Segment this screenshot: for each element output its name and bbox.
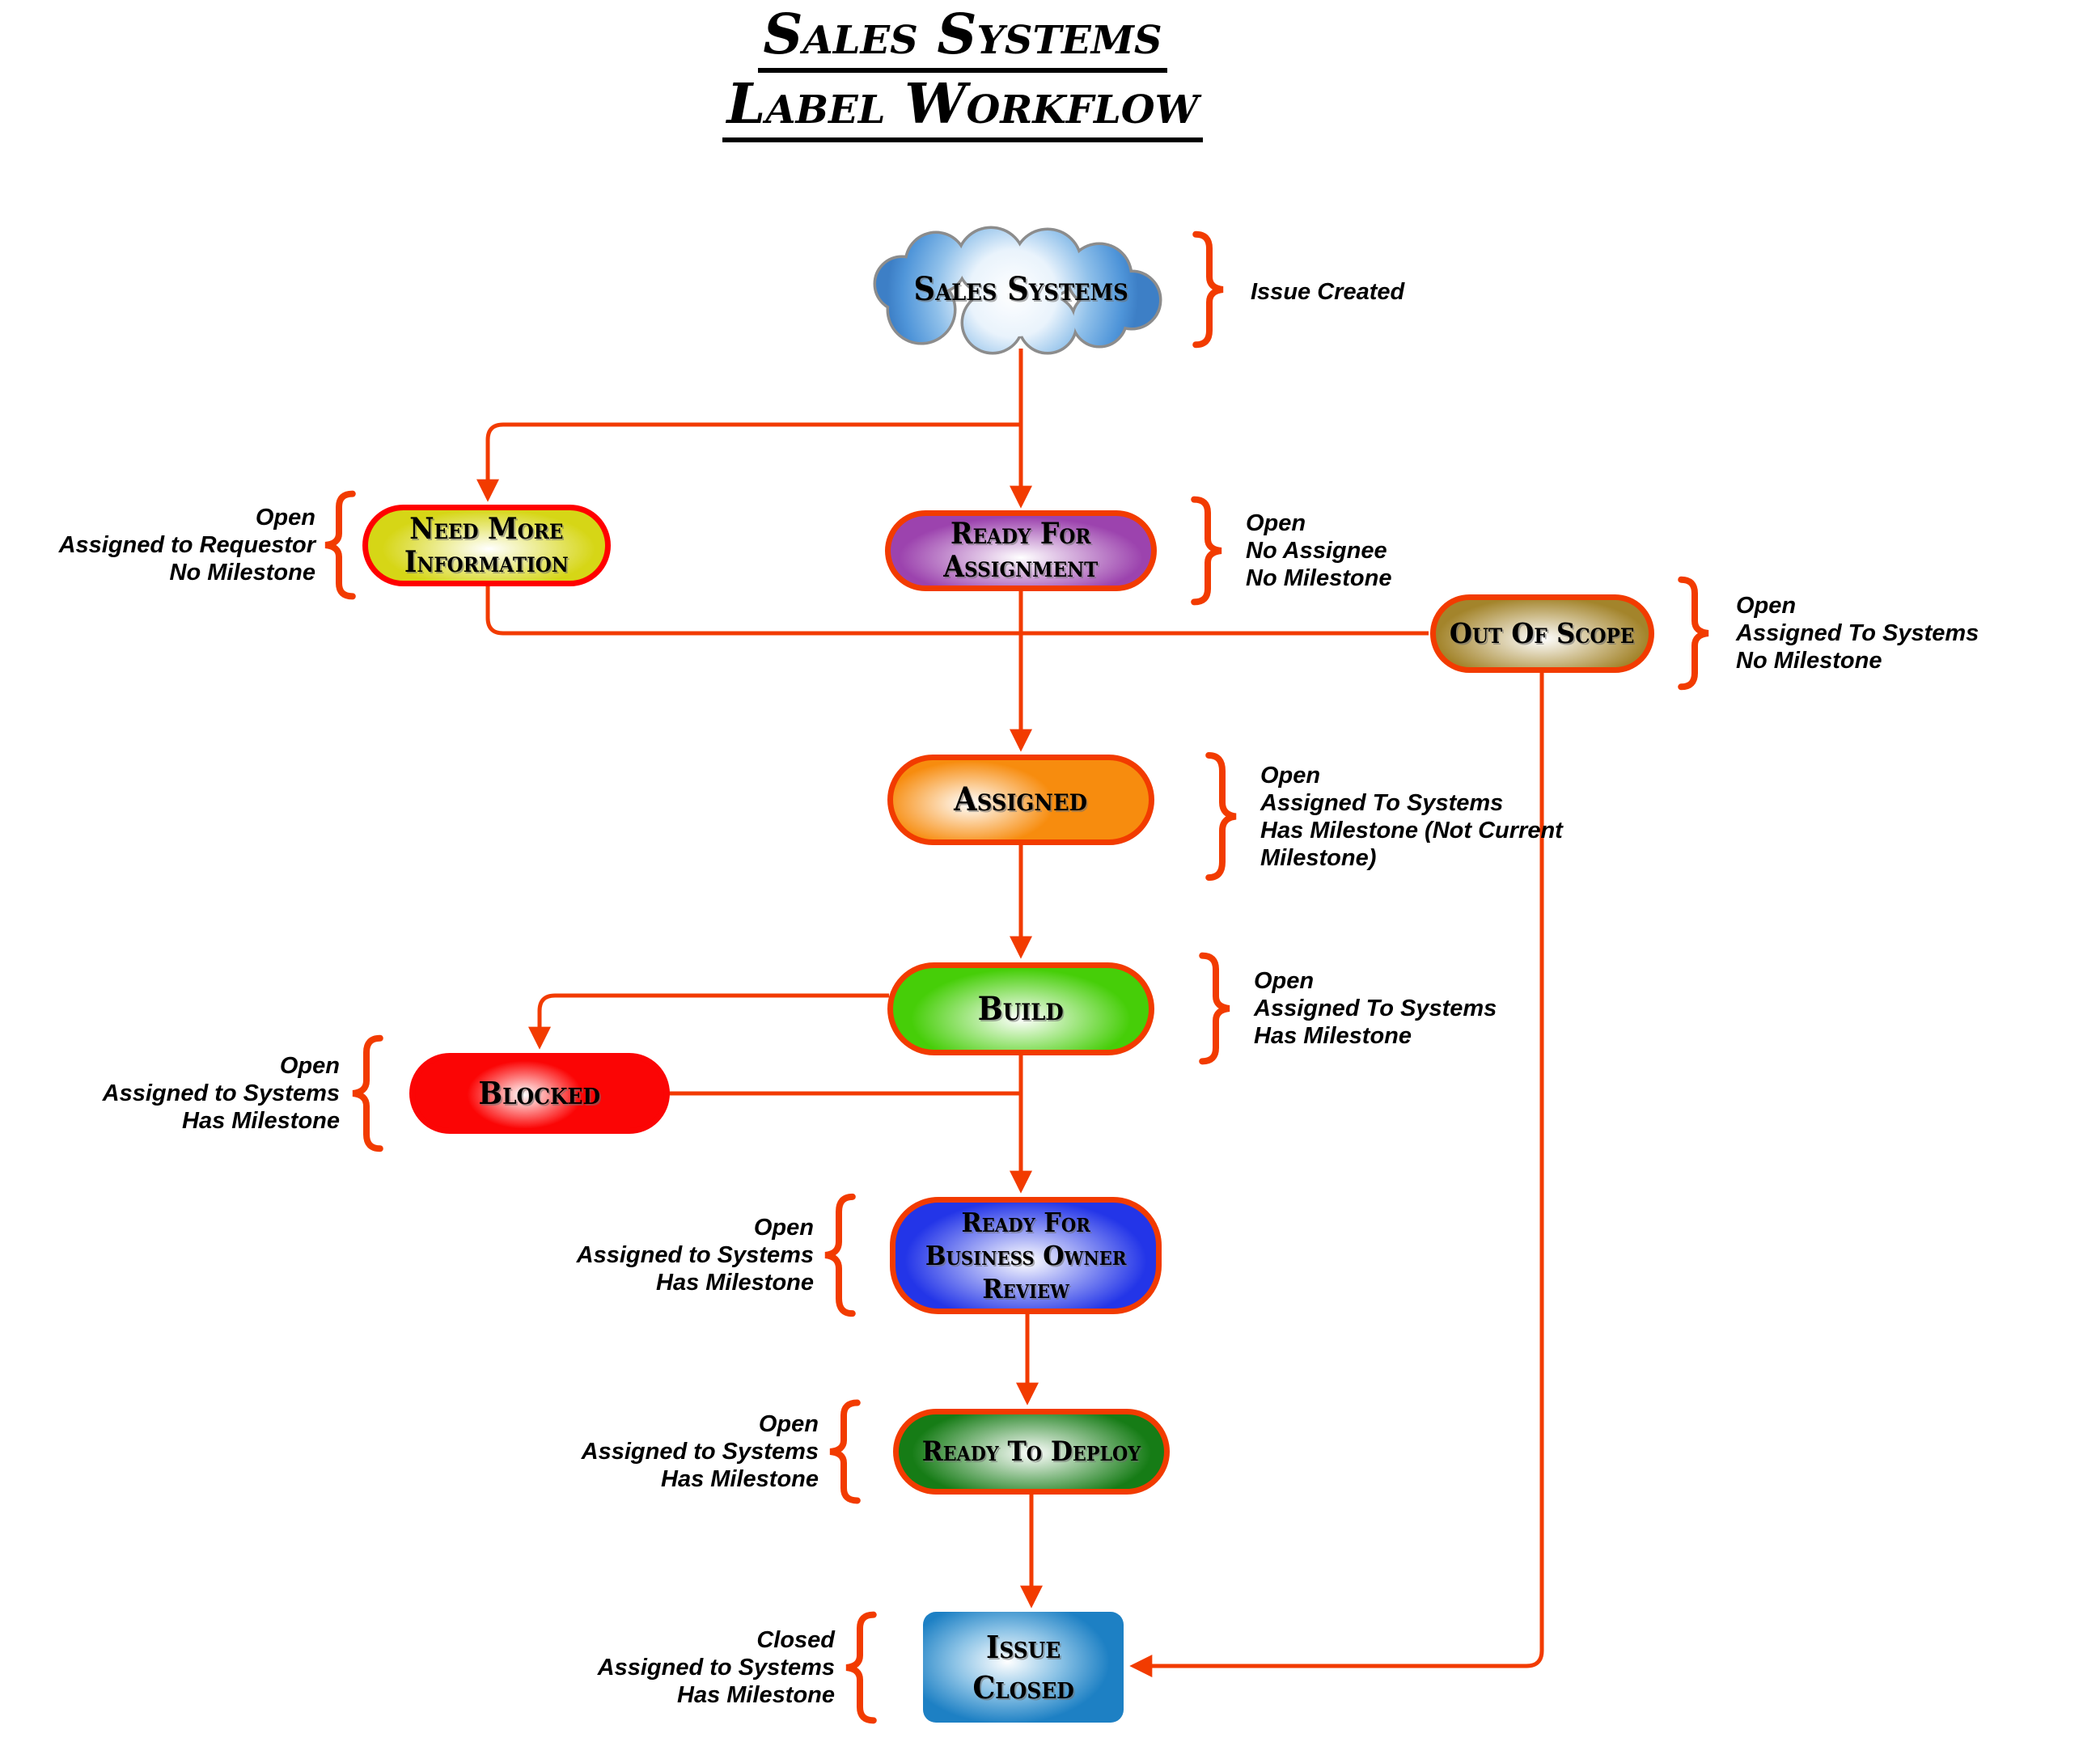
node-assigned-label: Assigned [954,780,1088,818]
annotation-ready-for-business-owner-review: Open Assigned to Systems Has Milestone [576,1215,814,1296]
node-ready-for-business-owner-review-label: Ready For Business Owner Review [925,1207,1127,1304]
annotation-need-more-information: Open Assigned to Requestor No Milestone [58,505,315,586]
brace-need-more-information [325,494,353,597]
node-build: Build [887,962,1154,1055]
node-out-of-scope-label: Out Of Scope [1450,616,1635,650]
brace-build [1202,956,1230,1062]
connector-need-more-information-to-out-of-scope [485,586,1429,636]
annotation-issue-closed: Closed Assigned to Systems Has Milestone [597,1627,835,1708]
annotation-blocked: Open Assigned to Systems Has Milestone [102,1053,340,1134]
brace-ready-to-deploy [830,1403,857,1501]
brace-out-of-scope [1681,580,1708,687]
node-ready-to-deploy-label: Ready To Deploy [921,1435,1141,1468]
annotation-assigned: Open Assigned To Systems Has Milestone (… [1260,763,1563,871]
node-blocked-label: Blocked [478,1075,601,1111]
node-ready-to-deploy: Ready To Deploy [893,1409,1170,1495]
annotation-ready-to-deploy: Open Assigned to Systems Has Milestone [581,1411,819,1492]
node-ready-for-business-owner-review: Ready For Business Owner Review [890,1197,1162,1314]
diagram-title-line1: Sales Systems [758,3,1167,73]
brace-issue-closed [846,1615,874,1721]
diagram-title-line2: Label Workflow [722,73,1204,142]
connector-branch-to-need-more-information [476,422,1021,502]
brace-ready-for-assignment [1194,500,1221,603]
node-issue-closed: Issue Closed [923,1612,1124,1723]
cloud-shape [873,226,1162,355]
node-out-of-scope: Out Of Scope [1430,594,1654,673]
connector-build-to-blocked [528,993,889,1050]
annotation-issue-created: Issue Created [1251,279,1405,305]
brace-blocked [353,1038,380,1149]
node-ready-for-assignment: Ready For Assignment [885,510,1157,591]
node-assigned: Assigned [887,755,1154,845]
node-blocked: Blocked [409,1053,670,1134]
annotation-ready-for-assignment: Open No Assignee No Milestone [1246,510,1392,591]
node-sales-systems: Sales Systems [871,229,1171,350]
connector-out-of-scope-to-issue-closed [1129,673,1544,1677]
node-need-more-information: Need More Information [362,505,611,586]
brace-assigned [1209,755,1236,877]
annotation-out-of-scope: Open Assigned To Systems No Milestone [1736,593,1979,674]
annotation-build: Open Assigned To Systems Has Milestone [1254,968,1497,1049]
node-issue-closed-label: Issue Closed [972,1628,1074,1706]
brace-issue-created [1196,235,1223,345]
node-ready-for-assignment-label: Ready For Assignment [943,517,1099,584]
node-sales-systems-label: Sales Systems [913,270,1128,308]
node-need-more-information-label: Need More Information [404,511,569,579]
brace-business-owner-review [825,1197,853,1313]
diagram-title: Sales Systems Label Workflow [566,3,1359,142]
node-build-label: Build [977,989,1065,1028]
